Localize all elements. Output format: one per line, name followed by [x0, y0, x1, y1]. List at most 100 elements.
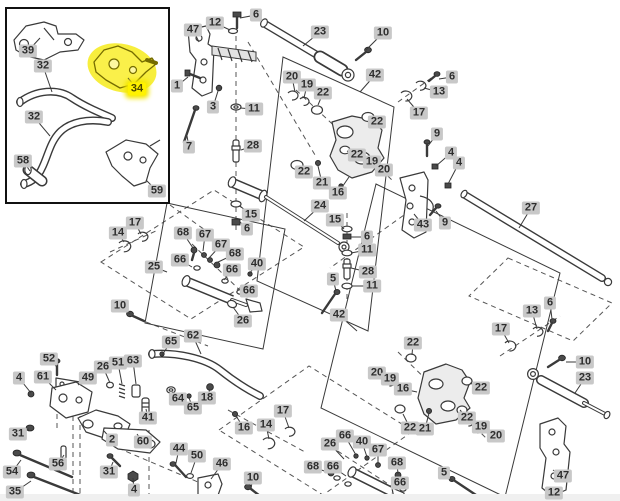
callout-10[interactable]: 10: [373, 26, 393, 40]
callout-49[interactable]: 49: [78, 371, 98, 385]
callout-12[interactable]: 12: [205, 16, 225, 30]
callout-22[interactable]: 22: [313, 86, 333, 100]
callout-10[interactable]: 10: [110, 299, 130, 313]
callout-19[interactable]: 19: [297, 78, 317, 92]
callout-3[interactable]: 3: [206, 100, 220, 114]
callout-32[interactable]: 32: [24, 110, 44, 124]
callout-56[interactable]: 56: [48, 457, 68, 471]
callout-22[interactable]: 22: [294, 165, 314, 179]
callout-21[interactable]: 21: [312, 176, 332, 190]
callout-23[interactable]: 23: [575, 371, 595, 385]
callout-68[interactable]: 68: [387, 456, 407, 470]
callout-22[interactable]: 22: [403, 336, 423, 350]
callout-42[interactable]: 42: [365, 68, 385, 82]
callout-34[interactable]: 34: [127, 82, 147, 96]
callout-10[interactable]: 10: [243, 471, 263, 485]
callout-15[interactable]: 15: [325, 213, 345, 227]
callout-28[interactable]: 28: [243, 139, 263, 153]
callout-26[interactable]: 26: [320, 437, 340, 451]
callout-22[interactable]: 22: [457, 411, 477, 425]
callout-11[interactable]: 11: [363, 279, 381, 293]
callout-61[interactable]: 61: [33, 370, 53, 384]
callout-12[interactable]: 12: [544, 486, 564, 500]
callout-13[interactable]: 13: [429, 85, 449, 99]
callout-16[interactable]: 16: [234, 421, 254, 435]
callout-67[interactable]: 67: [195, 228, 215, 242]
callout-14[interactable]: 14: [108, 226, 128, 240]
callout-68[interactable]: 68: [173, 226, 193, 240]
callout-65[interactable]: 65: [183, 401, 203, 415]
callout-27[interactable]: 27: [521, 201, 541, 215]
callout-39[interactable]: 39: [18, 44, 38, 58]
callout-9[interactable]: 9: [438, 216, 452, 230]
callout-20[interactable]: 20: [374, 163, 394, 177]
callout-35[interactable]: 35: [5, 485, 25, 499]
callout-22[interactable]: 22: [400, 421, 420, 435]
callout-47[interactable]: 47: [183, 23, 203, 37]
callout-40[interactable]: 40: [352, 435, 372, 449]
callout-42[interactable]: 42: [329, 308, 349, 322]
callout-9[interactable]: 9: [430, 127, 444, 141]
callout-66[interactable]: 66: [390, 476, 410, 490]
callout-16[interactable]: 16: [328, 186, 348, 200]
callout-66[interactable]: 66: [222, 263, 242, 277]
callout-4[interactable]: 4: [444, 146, 458, 160]
callout-18[interactable]: 18: [197, 391, 217, 405]
callout-67[interactable]: 67: [211, 238, 231, 252]
callout-22[interactable]: 22: [471, 381, 491, 395]
callout-46[interactable]: 46: [212, 457, 232, 471]
callout-17[interactable]: 17: [409, 106, 429, 120]
callout-60[interactable]: 60: [133, 435, 153, 449]
callout-5[interactable]: 5: [437, 466, 451, 480]
callout-6[interactable]: 6: [543, 296, 557, 310]
callout-6[interactable]: 6: [240, 222, 254, 236]
callout-5[interactable]: 5: [326, 272, 340, 286]
callout-66[interactable]: 66: [170, 253, 190, 267]
callout-40[interactable]: 40: [247, 257, 267, 271]
callout-15[interactable]: 15: [241, 208, 261, 222]
callout-28[interactable]: 28: [358, 265, 378, 279]
callout-64[interactable]: 64: [168, 392, 188, 406]
callout-54[interactable]: 54: [2, 465, 22, 479]
callout-17[interactable]: 17: [125, 216, 145, 230]
callout-59[interactable]: 59: [147, 184, 167, 198]
callout-41[interactable]: 41: [138, 411, 158, 425]
callout-19[interactable]: 19: [380, 372, 400, 386]
callout-4[interactable]: 4: [12, 371, 26, 385]
callout-17[interactable]: 17: [491, 322, 511, 336]
callout-26[interactable]: 26: [233, 314, 253, 328]
callout-26[interactable]: 26: [93, 360, 113, 374]
callout-66[interactable]: 66: [335, 429, 355, 443]
callout-20[interactable]: 20: [282, 70, 302, 84]
callout-14[interactable]: 14: [256, 418, 276, 432]
callout-11[interactable]: 11: [245, 102, 263, 116]
callout-44[interactable]: 44: [169, 442, 189, 456]
callout-11[interactable]: 11: [358, 243, 376, 257]
callout-65[interactable]: 65: [161, 335, 181, 349]
callout-22[interactable]: 22: [347, 148, 367, 162]
callout-31[interactable]: 31: [99, 465, 119, 479]
callout-31[interactable]: 31: [8, 427, 28, 441]
callout-21[interactable]: 21: [415, 422, 435, 436]
callout-66[interactable]: 66: [323, 460, 343, 474]
callout-22[interactable]: 22: [367, 115, 387, 129]
callout-52[interactable]: 52: [39, 352, 59, 366]
callout-51[interactable]: 51: [108, 356, 128, 370]
callout-23[interactable]: 23: [310, 25, 330, 39]
callout-68[interactable]: 68: [225, 247, 245, 261]
callout-10[interactable]: 10: [575, 355, 595, 369]
callout-7[interactable]: 7: [182, 140, 196, 154]
callout-16[interactable]: 16: [393, 382, 413, 396]
callout-62[interactable]: 62: [183, 329, 203, 343]
callout-2[interactable]: 2: [105, 433, 119, 447]
callout-4[interactable]: 4: [127, 483, 141, 497]
callout-32[interactable]: 32: [33, 59, 53, 73]
callout-24[interactable]: 24: [310, 199, 330, 213]
callout-19[interactable]: 19: [471, 420, 491, 434]
callout-67[interactable]: 67: [368, 443, 388, 457]
callout-47[interactable]: 47: [553, 469, 573, 483]
callout-13[interactable]: 13: [522, 304, 542, 318]
callout-6[interactable]: 6: [445, 70, 459, 84]
callout-25[interactable]: 25: [144, 260, 164, 274]
callout-20[interactable]: 20: [486, 429, 506, 443]
